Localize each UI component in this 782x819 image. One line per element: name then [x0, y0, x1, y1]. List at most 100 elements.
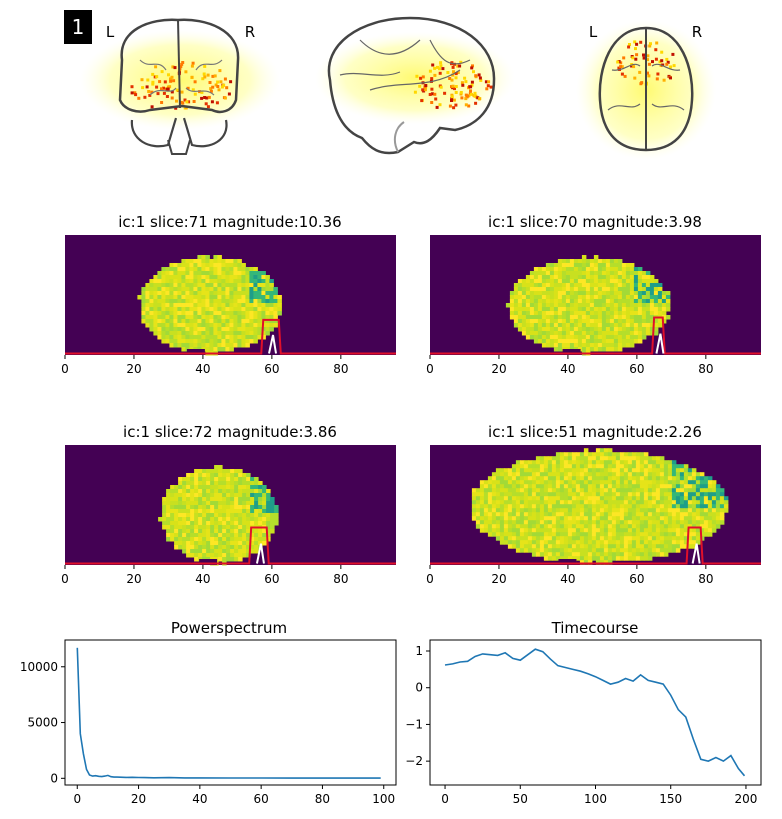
- activation-voxel: [438, 67, 441, 71]
- activation-voxel: [441, 67, 445, 71]
- activation-voxel: [448, 77, 452, 80]
- line-series: [76, 647, 381, 779]
- activation-voxel: [213, 74, 217, 78]
- activation-voxel: [635, 53, 639, 57]
- activation-voxel: [448, 104, 452, 108]
- activation-voxel: [133, 91, 137, 95]
- activation-voxel: [666, 60, 670, 64]
- activation-voxel: [479, 78, 483, 82]
- activation-voxel: [170, 75, 174, 79]
- activation-voxel: [620, 65, 624, 69]
- activation-voxel: [478, 76, 482, 80]
- activation-voxel: [175, 88, 179, 92]
- activation-voxel: [642, 56, 646, 60]
- slice-peak-line: [430, 526, 761, 565]
- activation-voxel: [469, 89, 472, 93]
- activation-voxel: [477, 97, 481, 101]
- activation-voxel: [421, 75, 425, 79]
- activation-voxel: [413, 90, 417, 94]
- powerspectrum-title: Powerspectrum: [171, 619, 287, 637]
- xtick-label: 100: [584, 792, 607, 806]
- activation-voxel: [192, 100, 196, 103]
- activation-voxel: [200, 96, 204, 100]
- ytick-label: 0: [415, 681, 423, 695]
- activation-voxel: [464, 97, 468, 101]
- activation-voxel: [219, 80, 223, 84]
- activation-voxel: [454, 76, 458, 80]
- activation-voxel: [489, 85, 493, 89]
- glass-brain-panel: 1 L R L: [64, 10, 716, 160]
- xtick-label: 150: [659, 792, 682, 806]
- slice-brain-voxels: [505, 255, 671, 356]
- slice-xtick-label: 40: [195, 362, 210, 376]
- slice-xtick-label: 40: [560, 362, 575, 376]
- activation-voxel: [223, 96, 227, 100]
- activation-voxel: [191, 88, 195, 92]
- glass-brain-left-label: L: [106, 23, 115, 41]
- activation-voxel: [671, 52, 675, 56]
- slice-peak-line: [65, 526, 396, 565]
- activation-voxel: [484, 80, 488, 84]
- activation-voxel: [616, 60, 620, 64]
- activation-voxel: [473, 91, 477, 95]
- slice-peak-line: [65, 318, 396, 355]
- activation-voxel: [446, 71, 450, 74]
- activation-voxel: [162, 91, 166, 95]
- activation-voxel: [635, 42, 639, 46]
- activation-voxel: [649, 42, 652, 46]
- activation-voxel: [655, 77, 659, 81]
- activation-voxel: [647, 74, 651, 78]
- activation-voxel: [170, 96, 174, 100]
- activation-voxel: [619, 61, 623, 65]
- activation-voxel: [470, 66, 474, 70]
- activation-voxel: [459, 91, 463, 94]
- activation-voxel: [428, 69, 432, 73]
- activation-speckle-coronal: [130, 61, 233, 110]
- activation-voxel: [452, 70, 455, 74]
- ytick-label: −2: [405, 754, 423, 768]
- activation-voxel: [162, 86, 165, 90]
- activation-voxel: [203, 96, 207, 99]
- xtick-label: 40: [192, 792, 207, 806]
- activation-voxel: [460, 81, 464, 85]
- activation-voxel: [456, 64, 460, 68]
- activation-voxel: [193, 80, 197, 84]
- activation-voxel: [179, 100, 183, 104]
- activation-voxel: [460, 96, 464, 100]
- activation-voxel: [143, 95, 147, 99]
- activation-voxel: [470, 83, 474, 87]
- activation-voxel: [435, 105, 439, 109]
- activation-voxel: [627, 45, 631, 49]
- activation-voxel: [433, 92, 437, 96]
- glass-brain-right-label-axial: R: [692, 23, 702, 41]
- activation-voxel: [454, 91, 458, 94]
- activation-voxel: [436, 65, 439, 69]
- activation-voxel: [660, 50, 664, 54]
- activation-voxel: [469, 85, 473, 89]
- activation-voxel: [209, 89, 213, 93]
- activation-voxel: [467, 104, 471, 108]
- activation-voxel: [450, 78, 454, 82]
- activation-voxel: [150, 90, 154, 94]
- activation-voxel: [461, 83, 465, 87]
- activation-voxel: [648, 44, 652, 48]
- slice-xtick-label: 0: [426, 362, 434, 376]
- activation-voxel: [145, 85, 149, 89]
- activation-voxel: [646, 71, 649, 75]
- activation-voxel: [216, 85, 220, 88]
- activation-voxel: [424, 84, 428, 87]
- slice-xtick-label: 0: [426, 572, 434, 586]
- activation-voxel: [474, 101, 478, 105]
- ytick-label: 10000: [20, 660, 58, 674]
- activation-voxel: [669, 65, 673, 69]
- activation-voxel: [148, 93, 152, 97]
- activation-voxel: [229, 80, 233, 84]
- activation-voxel: [225, 86, 229, 90]
- activation-voxel: [646, 58, 650, 62]
- slice-xtick-label: 20: [126, 362, 141, 376]
- activation-voxel: [421, 88, 425, 92]
- xtick-label: 0: [73, 792, 81, 806]
